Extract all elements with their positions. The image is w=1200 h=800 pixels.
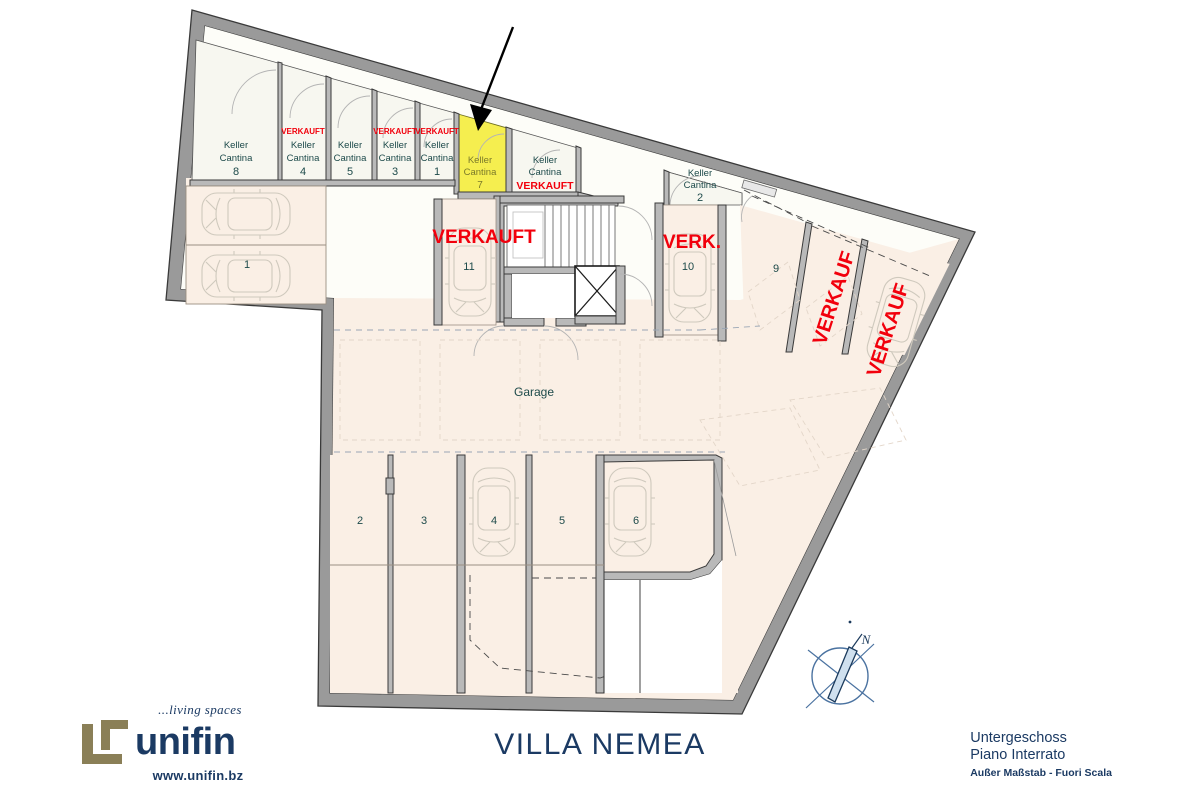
angled-stalls-group [740,179,951,372]
cellar-7-number: 7 [477,180,483,191]
caption-scale-note: Außer Maßstab - Fuori Scala [970,767,1112,779]
cellar-4-name-it: Cantina [287,153,320,164]
highlight-pointer-arrow [470,26,515,131]
page-title: VILLA NEMEA [494,728,706,761]
compass-rose: N [805,620,875,709]
caption-level-de: Untergeschoss [970,730,1067,746]
stall-10-status: VERK. [663,232,721,253]
cellar-7-name-it: Cantina [464,167,497,178]
stair-core [473,195,653,361]
stall-2-number: 2 [357,515,363,527]
cellar-4-sold-tag: VERKAUFT [281,127,325,136]
stall-11-group [433,198,497,326]
stall-11-number: 11 [463,261,474,273]
logo-wordmark: unifin [135,721,236,763]
stall-10-number: 10 [682,261,694,273]
aisle-guides [334,325,907,487]
cellar-4-name-de: Keller [291,140,315,151]
cellar-7-name-de: Keller [468,155,492,166]
stall-10-group [654,202,727,342]
bottom-stalls-group [330,454,738,694]
stall-6-number: 6 [633,515,639,527]
cellar-1-sold-tag: VERKAUFT [415,127,459,136]
logo-url: www.unifin.bz [152,768,244,783]
stall-1-group [185,185,327,305]
cellar-3-number: 3 [392,166,398,178]
cellar-3-name-it: Cantina [379,153,412,164]
cellar-6-name-de: Keller [533,155,557,166]
cellar-3-sold-tag: VERKAUFT [373,127,417,136]
cellar-8-number: 8 [233,166,239,178]
stall-11-status: VERKAUFT [432,227,536,248]
cellar-6-name-it: Cantina [529,167,562,178]
plan-caption-block: Untergeschoss Piano Interrato Außer Maßs… [970,730,1112,779]
cellar-1-number: 1 [434,166,440,178]
stall-4-number: 4 [491,515,497,527]
cellar-5-number: 5 [347,166,353,178]
cellar-2-name-it: Cantina [684,180,717,191]
cellar-8-name-it: Cantina [220,153,253,164]
cellar-1-name-de: Keller [425,140,449,151]
cellar-2-name-de: Keller [688,168,712,179]
unifin-logo-block: ...living spaces unifin www.unifin.bz [78,702,288,783]
cellar-row [189,39,743,208]
logo-tagline: ...living spaces [158,702,242,717]
cellar-2-number: 2 [697,192,703,204]
cellar-5-name-de: Keller [338,140,362,151]
garage-label: Garage [514,385,554,399]
cellar-1-name-it: Cantina [421,153,454,164]
cellar-6-sold-tag: VERKAUFT [516,180,574,192]
cellar-8-name-de: Keller [224,140,248,151]
cellar-4-number: 4 [300,166,306,178]
stall-3-number: 3 [421,515,427,527]
unifin-mark-icon [82,720,128,764]
stall-9-number: 9 [773,263,779,275]
compass-north-label: N [861,632,872,647]
stall-5-number: 5 [559,515,565,527]
stall-1-number: 1 [244,259,250,271]
logo-mark-row: unifin [82,720,288,764]
cellar-3-name-de: Keller [383,140,407,151]
caption-level-it: Piano Interrato [970,747,1066,763]
cellar-5-name-it: Cantina [334,153,367,164]
